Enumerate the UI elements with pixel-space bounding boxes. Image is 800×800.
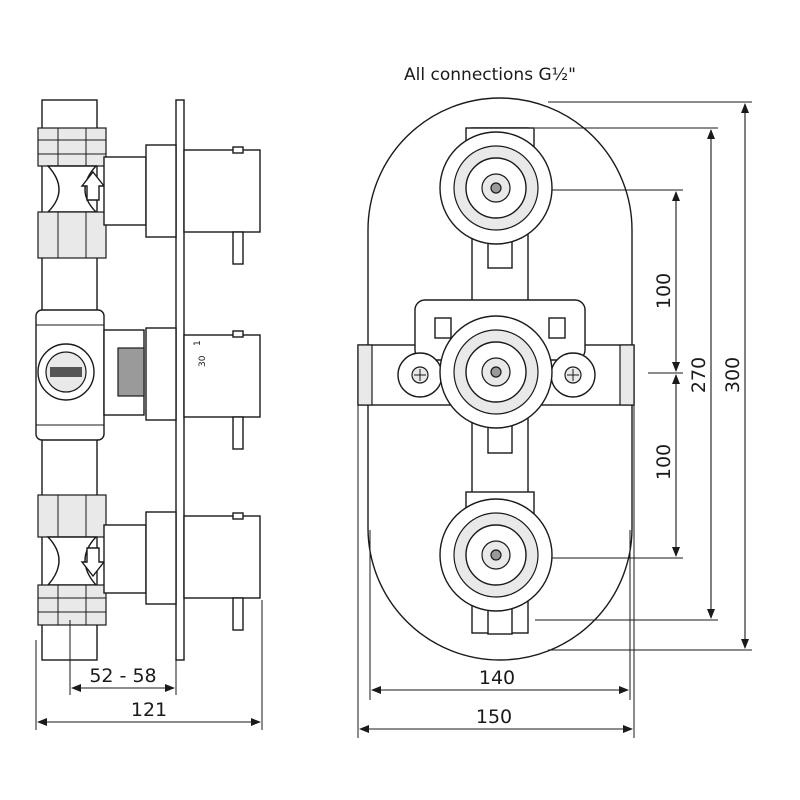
front-view: All connections G½" bbox=[357, 65, 752, 738]
middle-valve-front bbox=[439, 315, 553, 454]
left-inlet bbox=[397, 352, 443, 398]
top-cartridge-side bbox=[103, 144, 261, 265]
bottom-connector bbox=[37, 494, 107, 626]
dim-side-total-label: 121 bbox=[131, 699, 167, 721]
connections-note: All connections G½" bbox=[404, 65, 576, 85]
side-view: 30 1 52 - 58 121 bbox=[35, 99, 263, 730]
top-connector bbox=[37, 127, 107, 259]
dim-side-depth-label: 52 - 58 bbox=[89, 665, 156, 687]
flow-down-arrow-icon bbox=[80, 547, 106, 578]
flow-up-arrow-icon bbox=[80, 170, 106, 201]
middle-valve-body bbox=[35, 309, 145, 441]
right-inlet bbox=[550, 352, 596, 398]
cover-plate-side bbox=[175, 99, 185, 661]
bottom-cartridge-side bbox=[103, 511, 261, 631]
scale-mark-1: 1 bbox=[193, 340, 203, 346]
dim-inner-width-label: 140 bbox=[479, 667, 515, 689]
dim-inner-height-label: 270 bbox=[688, 357, 710, 393]
middle-cartridge-side: 30 1 bbox=[145, 327, 261, 450]
scale-mark-30: 30 bbox=[198, 355, 208, 367]
dim-spacing-upper-label: 100 bbox=[653, 273, 675, 309]
dim-spacing-lower-label: 100 bbox=[653, 444, 675, 480]
bottom-valve-front bbox=[439, 491, 553, 635]
dim-outer-width-label: 150 bbox=[476, 706, 512, 728]
top-valve-front bbox=[439, 127, 553, 269]
dim-outer-height-label: 300 bbox=[722, 357, 744, 393]
